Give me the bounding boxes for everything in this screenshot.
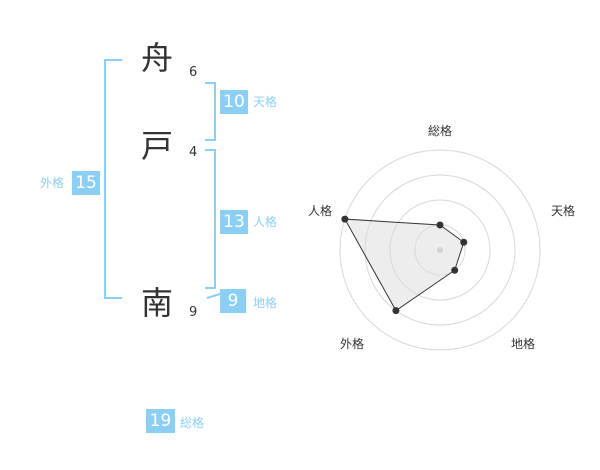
gaikaku-label: 外格 [40, 176, 65, 190]
gaikaku-badge: 15 [72, 171, 100, 195]
chikaku-label: 地格 [253, 296, 278, 310]
radar-ring [339, 149, 541, 351]
name-char-1: 舟 [141, 39, 174, 77]
jinkaku-label: 人格 [253, 215, 278, 229]
radar-axis-label-chikaku: 地格 [511, 337, 536, 351]
radar-point-0 [436, 221, 444, 229]
radar-point-1 [460, 238, 468, 246]
radar-axis-label-soukaku: 総格 [428, 124, 453, 138]
tenkaku-label: 天格 [253, 95, 278, 109]
jinkaku-bracket [205, 149, 216, 289]
radar-point-4 [341, 215, 349, 223]
radar-axis-label-jinkaku: 人格 [308, 204, 333, 218]
tenkaku-badge: 10 [220, 90, 248, 114]
radar-axis-label-tenkaku: 天格 [551, 204, 576, 218]
jinkaku-badge: 13 [220, 210, 248, 234]
radar-axis-label-gaikaku: 外格 [340, 337, 365, 351]
radar-point-2 [451, 266, 459, 274]
soukaku-badge: 19 [146, 409, 175, 433]
chikaku-badge: 9 [220, 289, 246, 313]
chikaku-connector [206, 293, 221, 299]
tenkaku-bracket [205, 82, 216, 141]
name-char-2: 戸 [141, 127, 174, 165]
name-char-3-strokes: 9 [189, 305, 198, 320]
radar-polygon [344, 218, 465, 312]
radar-point-3 [392, 307, 400, 315]
name-char-1-strokes: 6 [189, 65, 198, 80]
name-char-2-strokes: 4 [189, 145, 198, 160]
gaikaku-bracket [104, 59, 122, 299]
soukaku-label: 総格 [180, 416, 205, 430]
name-char-3: 南 [141, 284, 174, 322]
